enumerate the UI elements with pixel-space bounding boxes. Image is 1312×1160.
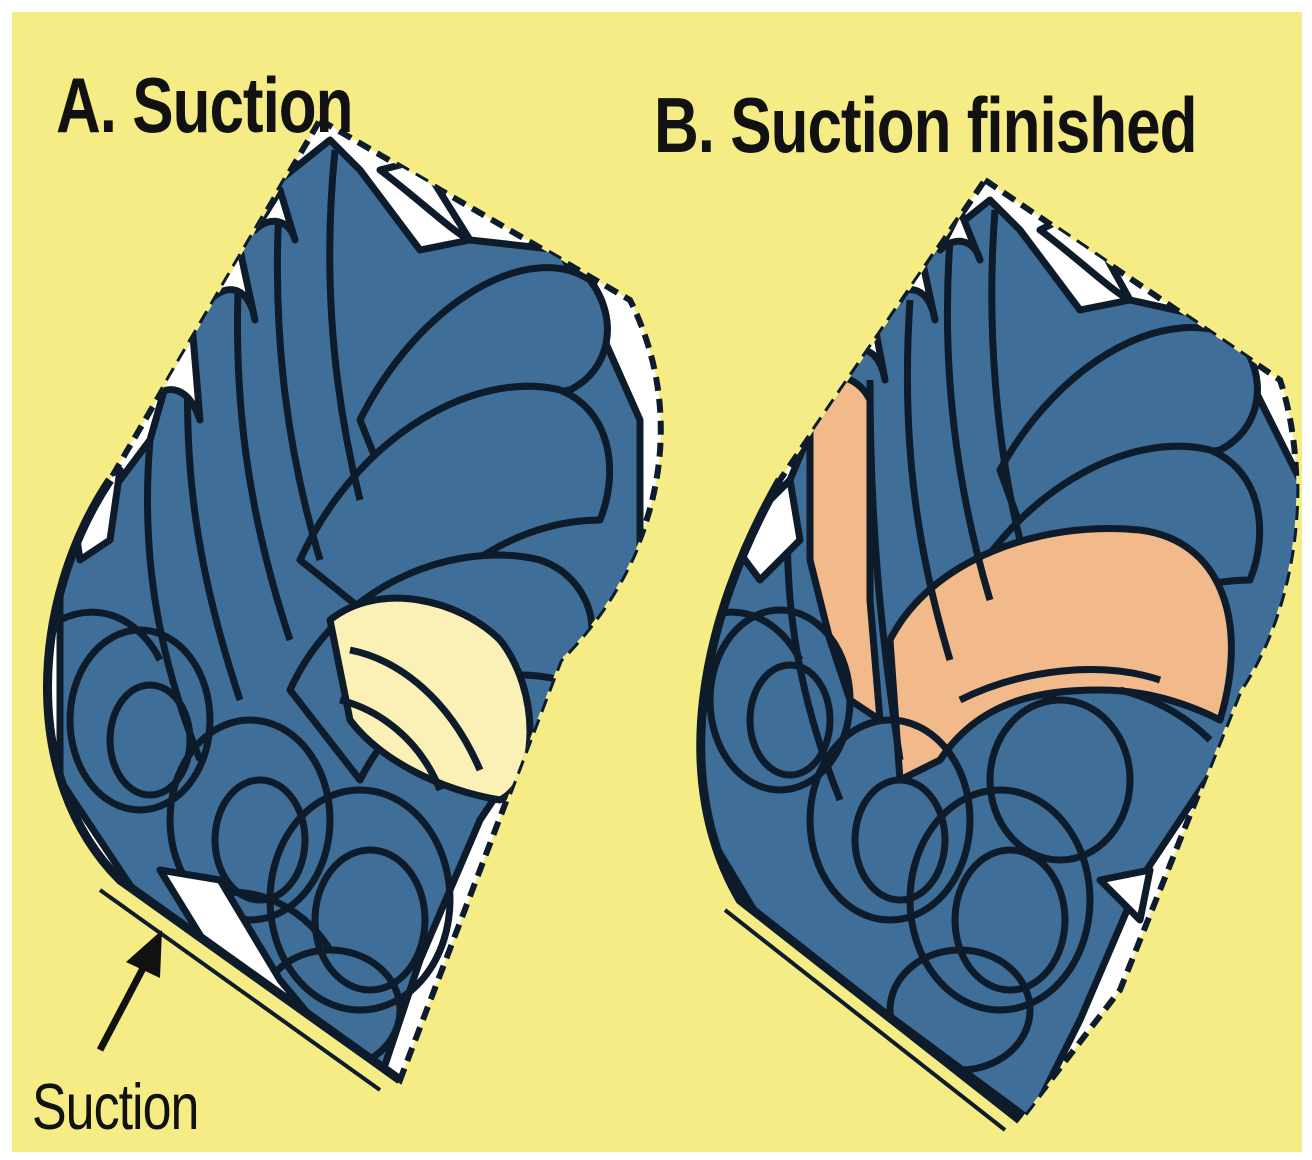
suction-arrow-label: Suction xyxy=(32,1070,198,1145)
panel-b-title: B. Suction finished xyxy=(654,82,1196,171)
panel-a-title: A. Suction xyxy=(56,62,353,151)
